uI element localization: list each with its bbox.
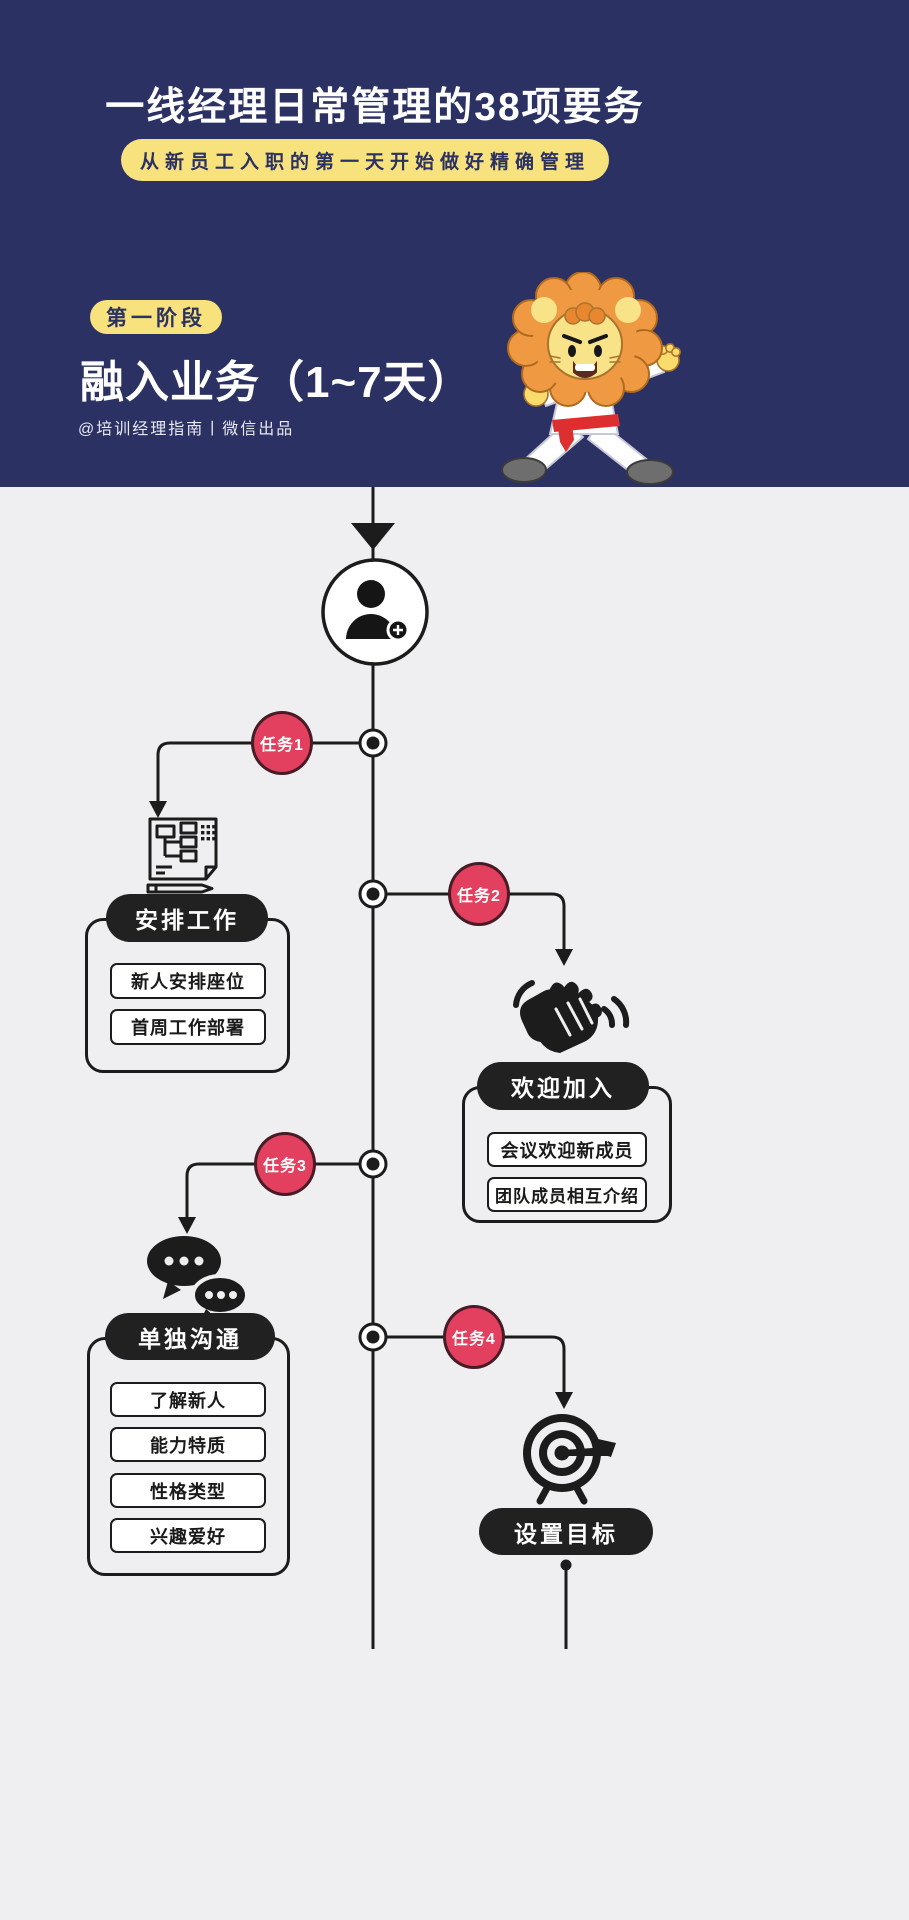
task1-badge: 任务1 xyxy=(251,711,313,775)
task3-item: 了解新人 xyxy=(110,1382,266,1417)
task4-title: 设置目标 xyxy=(514,1520,618,1547)
task1-title-pill: 安排工作 xyxy=(106,894,268,942)
down-arrow-icon xyxy=(351,523,395,550)
task1-badge-label: 任务1 xyxy=(260,737,304,754)
timeline-diagram xyxy=(146,487,630,1649)
task3-title-pill: 单独沟通 xyxy=(105,1313,275,1360)
task4-title-pill: 设置目标 xyxy=(479,1508,653,1555)
task3-arrowhead-icon xyxy=(178,1217,196,1234)
timeline-node-4 xyxy=(358,1322,388,1352)
stage-tag: 第一阶段 xyxy=(90,300,222,334)
task4-connector xyxy=(373,1335,566,1394)
task3-connector xyxy=(185,1162,373,1219)
task3-item: 性格类型 xyxy=(110,1473,266,1508)
timeline-node-3 xyxy=(358,1149,388,1179)
task3-item: 能力特质 xyxy=(110,1427,266,1462)
task3-title: 单独沟通 xyxy=(138,1325,242,1352)
task2-connector xyxy=(373,892,566,951)
task4-badge: 任务4 xyxy=(443,1305,505,1369)
task4-continuation-line xyxy=(560,1559,572,1649)
task1-item: 新人安排座位 xyxy=(110,963,266,999)
task2-item: 团队成员相互介绍 xyxy=(487,1177,647,1212)
header-banner: 一线经理日常管理的38项要务 从新员工入职的第一天开始做好精确管理 第一阶段 融… xyxy=(0,0,909,487)
lion-mascot-icon xyxy=(501,272,682,485)
task2-badge: 任务2 xyxy=(448,862,510,926)
task2-item: 会议欢迎新成员 xyxy=(487,1132,647,1167)
task2-title-pill: 欢迎加入 xyxy=(477,1062,649,1110)
task4-badge-label: 任务4 xyxy=(452,1331,496,1348)
task3-item: 兴趣爱好 xyxy=(110,1518,266,1553)
stage-tag-text: 第一阶段 xyxy=(106,306,206,330)
add-user-icon xyxy=(321,558,429,666)
task3-badge: 任务3 xyxy=(254,1132,316,1196)
chat-bubbles-icon xyxy=(147,1236,249,1324)
task2-badge-label: 任务2 xyxy=(457,888,501,905)
task2-title: 欢迎加入 xyxy=(511,1075,615,1101)
task1-arrowhead-icon xyxy=(149,801,167,818)
page-title: 一线经理日常管理的38项要务 xyxy=(105,86,645,129)
task1-title: 安排工作 xyxy=(135,907,239,933)
timeline-node-1 xyxy=(358,728,388,758)
credit-line: @培训经理指南丨微信出品 xyxy=(78,421,295,438)
work-plan-document-icon xyxy=(146,817,218,894)
subtitle-pill: 从新员工入职的第一天开始做好精确管理 xyxy=(121,139,609,181)
task2-arrowhead-icon xyxy=(555,949,573,966)
subtitle-text: 从新员工入职的第一天开始做好精确管理 xyxy=(139,151,590,173)
stage-title: 融入业务（1~7天） xyxy=(80,358,473,407)
task4-arrowhead-icon xyxy=(555,1392,573,1409)
task3-badge-label: 任务3 xyxy=(263,1158,307,1175)
timeline-node-2 xyxy=(358,879,388,909)
task1-item: 首周工作部署 xyxy=(110,1009,266,1045)
task1-connector xyxy=(156,741,373,803)
clapping-hands-icon xyxy=(513,980,630,1053)
target-arrow-icon xyxy=(523,1414,616,1505)
